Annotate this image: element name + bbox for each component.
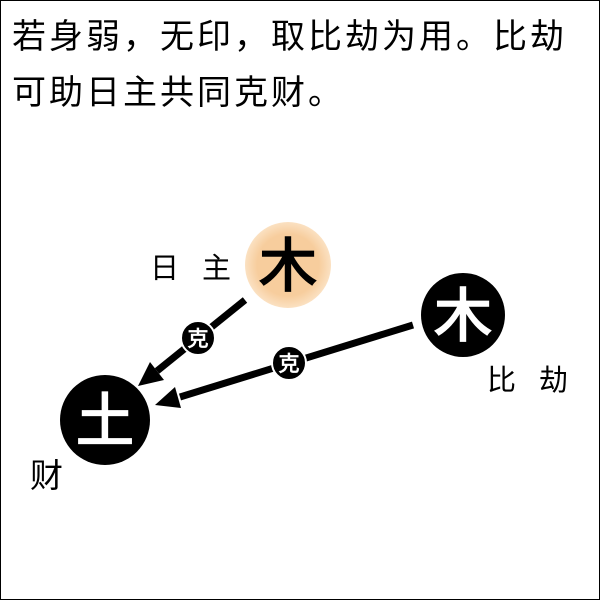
node-day-master: 木 日主 bbox=[150, 222, 331, 308]
node-peer: 木 比劫 bbox=[421, 273, 591, 397]
node-glyph: 木 bbox=[259, 232, 317, 300]
node-circle bbox=[421, 273, 505, 357]
title-line-1: 若身弱，无印，取比劫为用。比劫 bbox=[12, 17, 567, 57]
arrow-head bbox=[155, 387, 181, 408]
node-label: 日主 bbox=[150, 251, 254, 285]
title-text: 若身弱，无印，取比劫为用。比劫 可助日主共同克财。 bbox=[12, 17, 567, 113]
node-glyph: 土 bbox=[76, 387, 134, 455]
edge-badge-1: 克 bbox=[180, 320, 216, 356]
edge-label: 克 bbox=[188, 327, 209, 351]
edge-label: 克 bbox=[279, 352, 300, 376]
edge-badge-circle bbox=[180, 320, 216, 356]
title-line-2: 可助日主共同克财。 bbox=[12, 73, 345, 113]
node-circle bbox=[60, 375, 150, 465]
node-wealth: 土 财 bbox=[30, 375, 150, 495]
node-label: 比劫 bbox=[487, 363, 591, 397]
node-label: 财 bbox=[30, 456, 63, 495]
edge-badge-2: 克 bbox=[271, 345, 307, 381]
arrow-head bbox=[138, 362, 164, 386]
node-glyph: 木 bbox=[434, 282, 492, 350]
node-circle bbox=[245, 222, 331, 308]
edge-badge-circle bbox=[271, 345, 307, 381]
